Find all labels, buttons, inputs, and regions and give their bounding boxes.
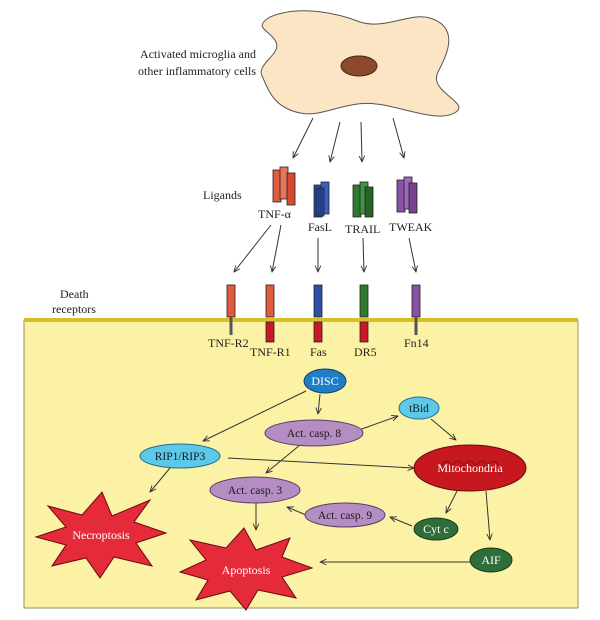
tbid-node: tBid — [398, 396, 440, 420]
aif-label: AIF — [481, 553, 501, 567]
fas-receptor-icon — [313, 284, 323, 343]
dr5-label: DR5 — [354, 345, 377, 359]
arrow-cell-to-tweak — [392, 117, 404, 158]
cell-caption-line2: other inflammatory cells — [138, 64, 256, 78]
arrow-mito-to-cytc — [446, 490, 458, 513]
necroptosis-label: Necroptosis — [72, 528, 130, 542]
fn14-label: Fn14 — [404, 336, 429, 350]
cell-nucleus — [340, 55, 378, 77]
apoptosis-label: Apoptosis — [222, 563, 271, 577]
death-receptors-label-line2: receptors — [52, 302, 96, 316]
arrow-trail-to-dr5 — [363, 237, 364, 272]
tnfr1-label: TNF-R1 — [250, 345, 291, 359]
cell-membrane — [24, 318, 578, 322]
tweak-label: TWEAK — [389, 220, 433, 234]
casp9-label: Act. casp. 9 — [318, 510, 373, 522]
mitochondria-label: Mitochondria — [437, 461, 503, 475]
arrow-mito-to-aif — [485, 490, 490, 540]
casp3-label: Act. casp. 3 — [228, 485, 283, 497]
tnfr2-label: TNF-R2 — [208, 336, 249, 350]
arrow-casp8-to-tbid — [358, 416, 398, 431]
mitochondria-node: Mitochondria — [413, 444, 527, 492]
arrow-cell-to-trail — [361, 121, 362, 162]
disc-node: DISC — [303, 368, 347, 394]
fas-label: Fas — [310, 345, 327, 359]
aif-node: AIF — [469, 547, 513, 573]
cyt-c-node: Cyt c — [413, 517, 459, 541]
act-casp9-node: Act. casp. 9 — [304, 502, 386, 528]
cell-caption-line1: Activated microglia and — [140, 47, 256, 61]
necroptosis-node: Necroptosis — [34, 491, 168, 579]
arrow-tnf-to-tnfr2 — [234, 224, 272, 272]
trail-ligand-icon — [352, 181, 374, 218]
fasl-label: FasL — [308, 220, 332, 234]
arrow-tbid-to-mito — [430, 418, 456, 440]
apoptosis-node: Apoptosis — [178, 527, 314, 611]
tweak-ligand-icon — [396, 176, 418, 214]
necroptosis-star-shape — [34, 491, 168, 579]
rip1-rip3-node: RIP1/RIP3 — [139, 443, 221, 469]
tnfr1-receptor-icon — [265, 284, 275, 343]
tnf-alpha-ligand-icon — [272, 166, 296, 206]
arrow-tnf-to-tnfr1 — [272, 224, 282, 272]
apoptosis-star-shape — [178, 527, 314, 611]
trail-label: TRAIL — [345, 222, 380, 236]
cytc-label: Cyt c — [423, 522, 449, 536]
arrow-casp8-to-casp3 — [266, 444, 301, 473]
arrow-rip-to-mito — [227, 457, 414, 468]
arrow-tweak-to-fn14 — [408, 237, 416, 272]
tnfr2-receptor-icon — [226, 284, 236, 335]
act-casp8-node: Act. casp. 8 — [264, 419, 364, 447]
fn14-receptor-icon — [411, 284, 421, 335]
tnf-alpha-label: TNF-α — [258, 207, 292, 221]
fasl-ligand-icon — [313, 181, 330, 218]
ligands-label: Ligands — [203, 188, 242, 202]
arrow-disc-to-rip — [203, 390, 307, 441]
arrow-cell-to-fasl — [330, 121, 341, 162]
disc-label: DISC — [311, 374, 338, 388]
arrow-disc-to-casp8 — [318, 393, 320, 414]
arrow-casp9-to-casp3 — [287, 507, 307, 516]
arrow-cell-to-tnf — [293, 117, 314, 158]
rip-label: RIP1/RIP3 — [155, 451, 206, 463]
arrow-cytc-to-casp9 — [390, 517, 413, 527]
act-casp3-node: Act. casp. 3 — [209, 476, 301, 504]
death-receptors-label-line1: Death — [60, 287, 89, 301]
casp8-label: Act. casp. 8 — [287, 428, 342, 440]
dr5-receptor-icon — [359, 284, 369, 343]
arrow-rip-to-necroptosis — [150, 467, 171, 492]
tbid-label: tBid — [409, 403, 429, 415]
